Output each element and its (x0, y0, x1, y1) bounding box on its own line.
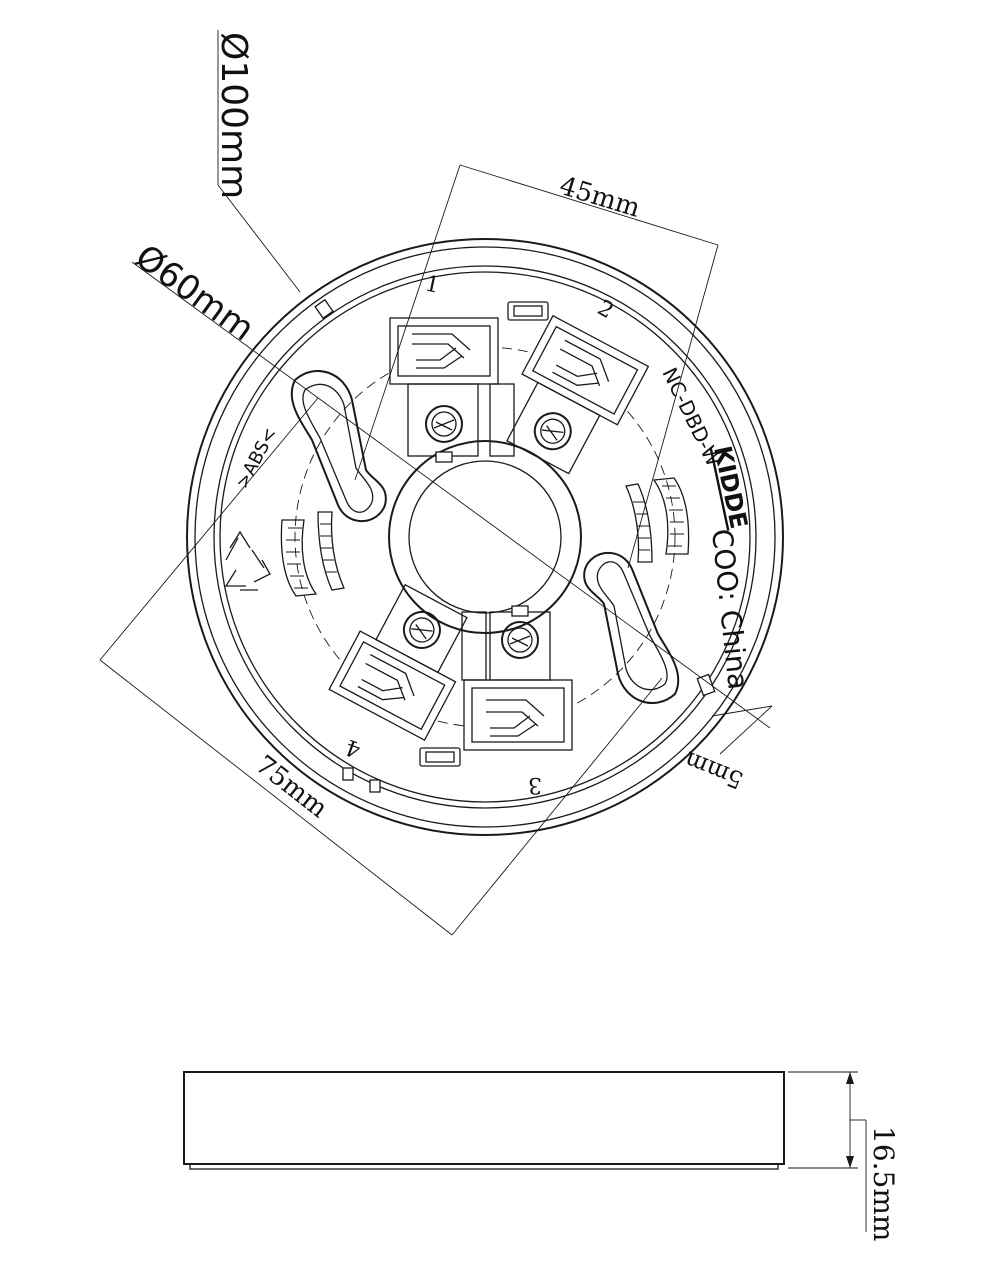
screw-icon (533, 412, 572, 451)
dim-45-line (459, 164, 719, 246)
ring-tab (696, 673, 716, 697)
dim-outer-diameter-leader (217, 30, 301, 293)
terminal-1-housing (389, 317, 499, 385)
terminal-1 (389, 317, 515, 463)
lip-ring (213, 265, 757, 809)
dim-75-ext-left (99, 397, 319, 661)
brand-marking: KIDDE (708, 443, 753, 531)
terminal-1-number: 1 (423, 271, 442, 298)
right-keyhole-slot (583, 477, 690, 704)
side-view-lip (189, 1163, 779, 1170)
side-view (183, 1071, 867, 1232)
terminal-2 (506, 314, 650, 475)
terminal-3 (461, 605, 573, 751)
dim-5-label: 5mm (680, 746, 747, 795)
screw-icon (501, 621, 539, 659)
side-view-body (183, 1071, 785, 1165)
dim-75-line (99, 659, 453, 936)
terminal-2-number: 2 (593, 296, 618, 325)
dim-5-line (719, 705, 773, 755)
dim-45-ext-left (354, 164, 461, 481)
dim-inner-diameter-line (131, 261, 771, 729)
screw-icon (402, 610, 441, 649)
ring-tab (369, 779, 381, 793)
terminal-4 (328, 583, 468, 741)
recycle-icon (224, 530, 271, 591)
center-hub (388, 440, 582, 634)
dim-75-ext-right (451, 677, 663, 936)
dim-inner-diameter-label: Ø60mm (128, 237, 262, 349)
dim-outer-diameter-label: Ø100mm (213, 32, 254, 199)
terminal-3-number: 3 (528, 772, 542, 797)
top-view (186, 238, 784, 836)
ring-tab (314, 298, 334, 320)
dim-45-ext-right (627, 244, 719, 569)
screw-icon (425, 405, 463, 443)
dim-45-label: 45mm (556, 171, 644, 224)
terminal-4-number: 4 (342, 734, 364, 762)
left-keyhole-slot (280, 370, 387, 597)
dim-height-label: 16.5mm (867, 1126, 900, 1241)
origin-marking: COO: China (705, 527, 755, 691)
mounting-circle (294, 346, 676, 728)
dimension-lines (99, 30, 773, 936)
lip-ring-inner (219, 271, 751, 803)
ring-tab (342, 767, 354, 781)
outer-ring-inner (194, 246, 776, 828)
center-hole (408, 460, 562, 614)
dim-5-ext (711, 705, 773, 717)
material-marking: >ABS< (232, 424, 281, 492)
outer-ring (186, 238, 784, 836)
